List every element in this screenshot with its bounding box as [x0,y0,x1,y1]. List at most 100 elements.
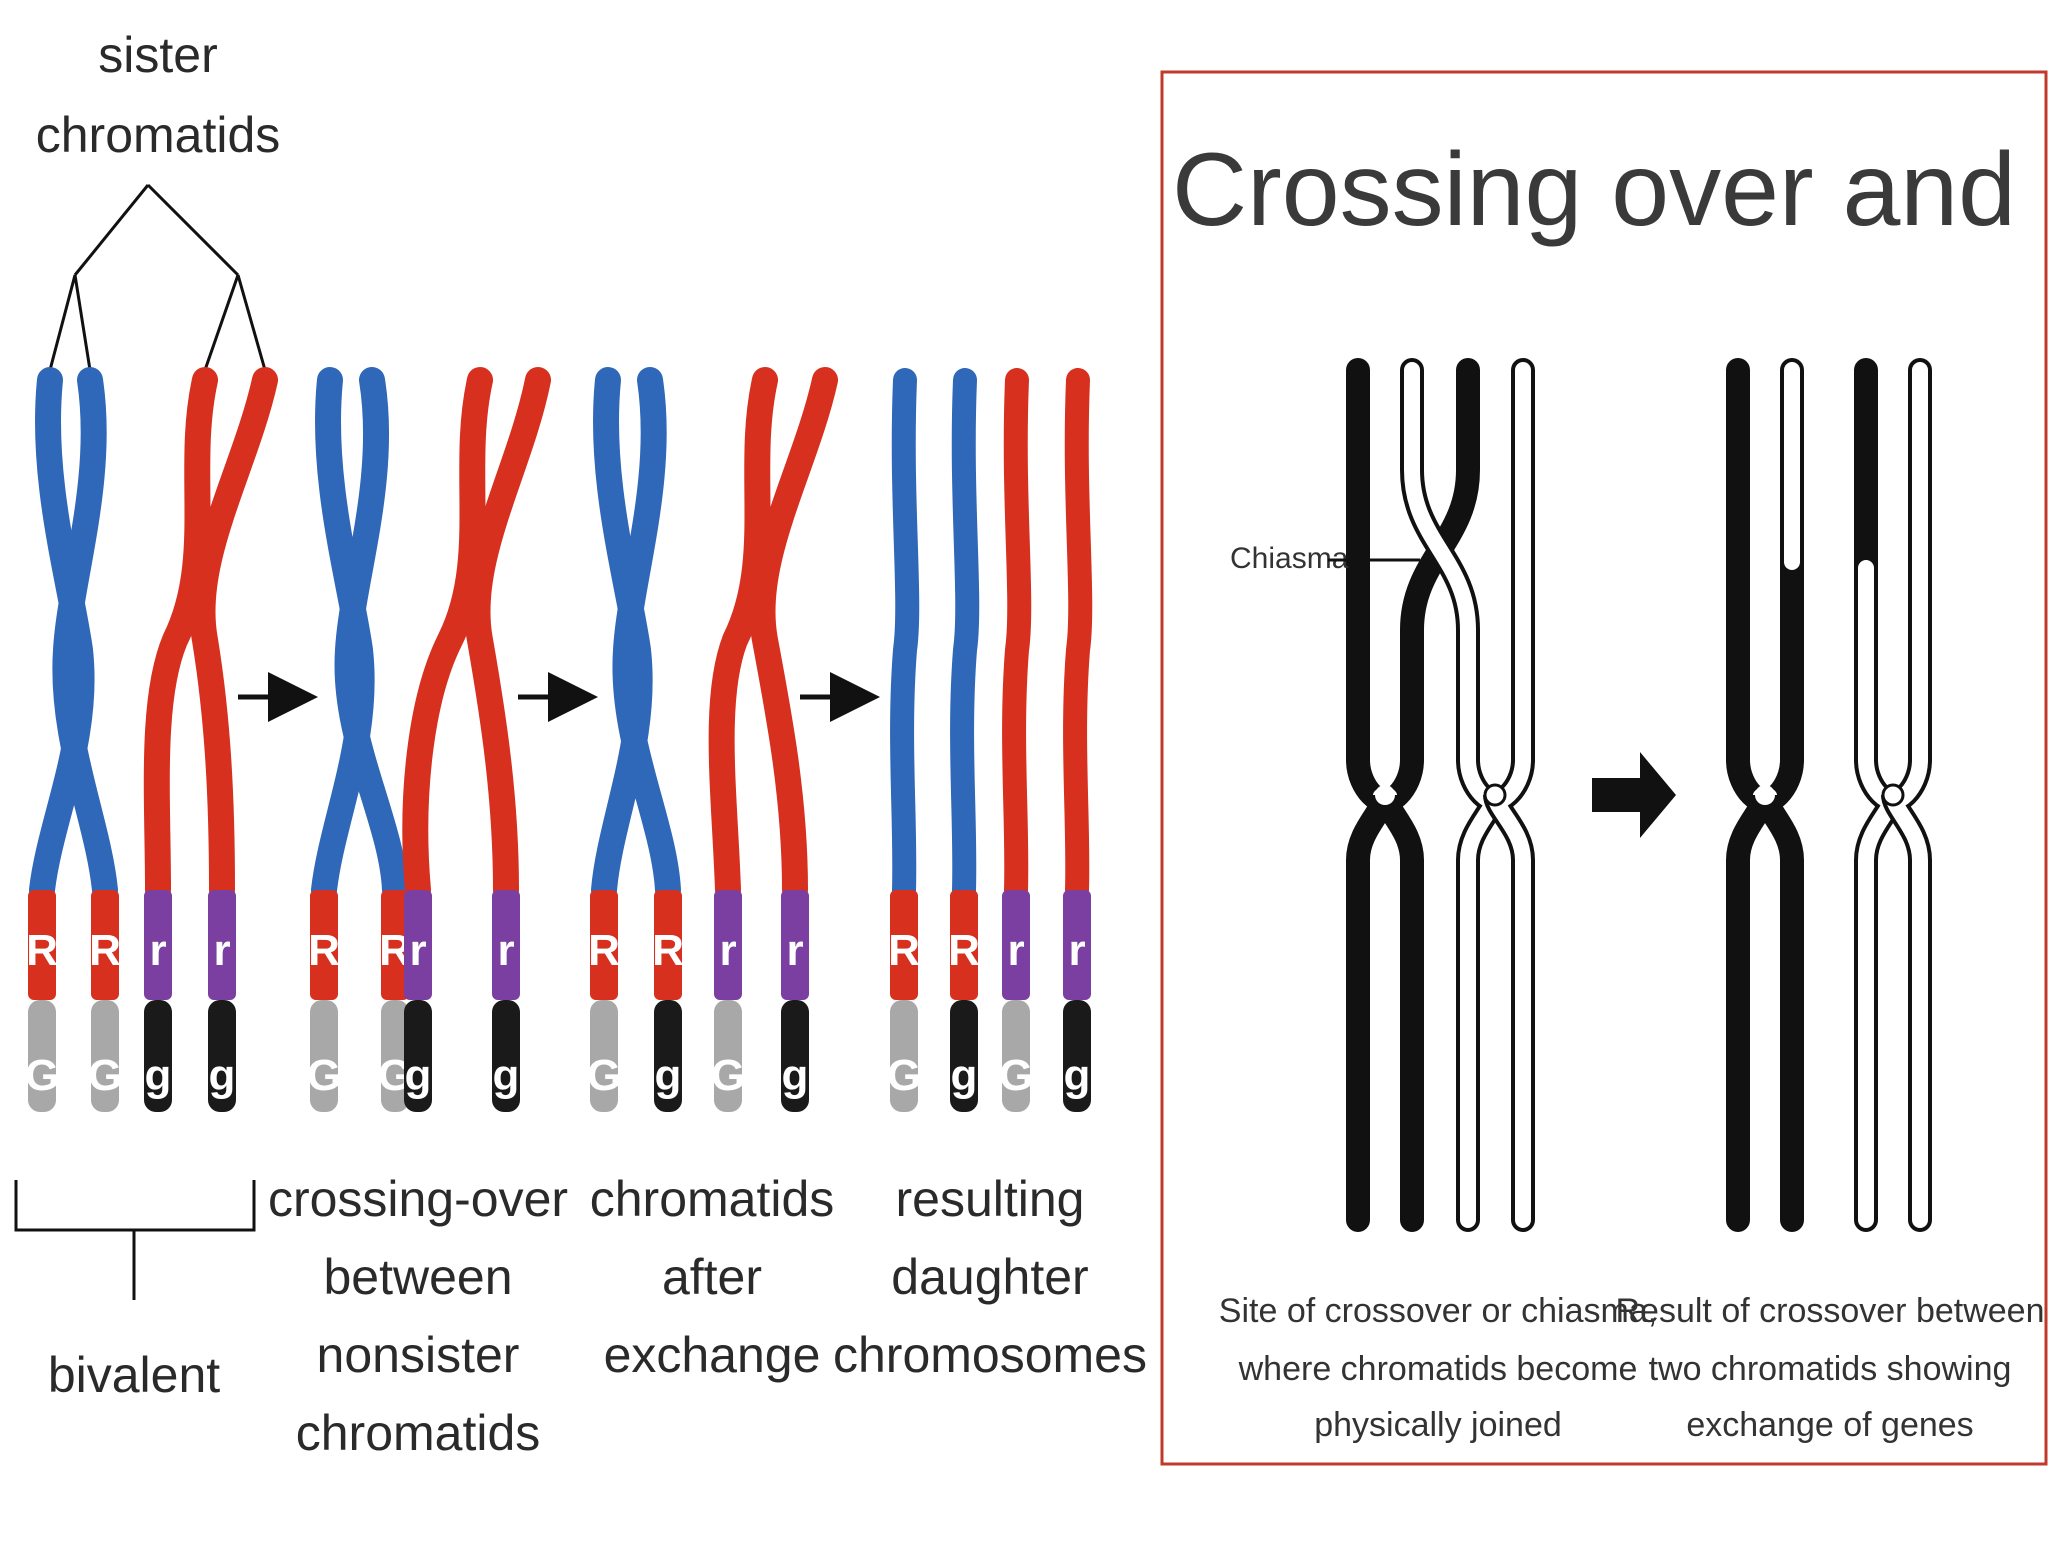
meiosis-crossing-over-diagram: sister chromatids [14,27,1147,1461]
chromatid-red-2 [189,367,278,903]
chromatid-red-4 [464,367,551,903]
allele-segment-G [381,1000,409,1112]
allele-segment-G [590,1000,618,1112]
allele-segment-G [310,1000,338,1112]
allele-label: r [149,926,166,975]
allele-segment-G [1002,1000,1030,1112]
allele-label: R [888,926,920,975]
allele-segment-g [654,1000,682,1112]
panel-border [1160,70,2048,1466]
caption-line: two chromatids showing [1649,1350,2012,1388]
allele-label: G [999,1051,1033,1100]
chromatid-pair-result [1726,358,1932,1232]
allele-label: R [26,926,58,975]
caption-line: exchange of genes [1686,1406,1973,1444]
chromatid-blue-6 [612,367,681,903]
caption-daughter-chromosomes: resulting daughter chromosomes [833,1171,1147,1383]
sister-label-line-1: sister [98,27,217,83]
allele-label: r [786,926,803,975]
allele-label: r [409,926,426,975]
caption-line: chromosomes [833,1327,1147,1383]
allele-segment-R [28,890,56,1000]
stage-crossing-over [311,367,551,903]
allele-segment-g [1063,1000,1091,1112]
allele-label: g [405,1051,432,1100]
caption-line: nonsister [317,1327,520,1383]
bold-right-arrow-icon [1592,752,1676,838]
caption-line: after [662,1249,762,1305]
daughter-chromosome-4 [1063,368,1093,902]
sister-label-line-2: chromatids [36,107,281,163]
allele-segment-R [91,890,119,1000]
daughter-chromosome-3 [1002,368,1032,902]
allele-segment-r [781,890,809,1000]
allele-segment-R [590,890,618,1000]
sister-chromatids-pointer-lines [48,183,267,371]
chromatid-blue-2 [52,367,118,903]
stage-daughter-chromosomes [890,368,1093,902]
centromere [1483,783,1507,807]
allele-label: G [887,1051,921,1100]
bivalent-bracket [14,1180,256,1300]
allele-segment-r [1002,890,1030,1000]
caption-line: daughter [891,1249,1088,1305]
caption-crossover-result: Result of crossover between two chromati… [1616,1292,2045,1444]
allele-segment-G [890,1000,918,1112]
daughter-chromosome-2 [950,368,980,902]
allele-segment-R [310,890,338,1000]
allele-segment-g [950,1000,978,1112]
allele-segment-g [144,1000,172,1112]
daughter-chromosome-1 [890,368,920,902]
chromatid-red-3 [402,367,493,903]
allele-label: g [209,1051,236,1100]
allele-label: R [89,926,121,975]
allele-segment-R [381,890,409,1000]
stage-after-exchange [591,367,838,903]
caption-line: physically joined [1314,1406,1562,1444]
allele-segment-r [208,890,236,1000]
allele-segment-g [492,1000,520,1112]
centromere [1881,783,1905,807]
allele-label: r [719,926,736,975]
allele-label: R [948,926,980,975]
allele-label: r [213,926,230,975]
chromatid-red-5 [708,367,778,903]
stage-bivalent [29,367,278,903]
bivalent-label: bivalent [48,1347,220,1403]
centromere [1755,785,1775,805]
caption-line: Site of crossover or chiasma, [1219,1292,1657,1330]
panel-title: Crossing over and chaismata [1172,132,2048,248]
caption-line: exchange [604,1327,821,1383]
allele-label: G [307,1051,341,1100]
allele-segment-r [144,890,172,1000]
allele-label: g [1064,1051,1091,1100]
allele-label: G [711,1051,745,1100]
allele-segment-R [950,890,978,1000]
allele-segment-g [208,1000,236,1112]
caption-line: crossing-over [268,1171,568,1227]
chromatid-black-2 [1373,358,1480,1232]
allele-segment-R [654,890,682,1000]
chromatid-red-1 [143,367,218,903]
chromatid-white-1-fill [1404,362,1503,1228]
allele-label: R [652,926,684,975]
chiasmata-panel: Crossing over and chaismata Chiasma [1160,70,2048,1466]
allele-segment-g [781,1000,809,1112]
allele-label: G [88,1051,122,1100]
caption-line: between [323,1249,512,1305]
allele-segment-G [28,1000,56,1112]
allele-segment-r [714,890,742,1000]
allele-label: g [782,1051,809,1100]
allele-label: R [308,926,340,975]
allele-label: r [497,926,514,975]
caption-line: Result of crossover between [1616,1292,2045,1330]
chromatid-red-6 [749,367,838,903]
chromatid-blue-4 [334,367,408,903]
allele-segment-r [492,890,520,1000]
caption-line: where chromatids become [1238,1350,1638,1388]
caption-line: chromatids [296,1405,541,1461]
caption-line: resulting [896,1171,1085,1227]
allele-label: r [1068,926,1085,975]
chromatid-pair-crossover [1346,358,1535,1232]
allele-segment-G [91,1000,119,1112]
